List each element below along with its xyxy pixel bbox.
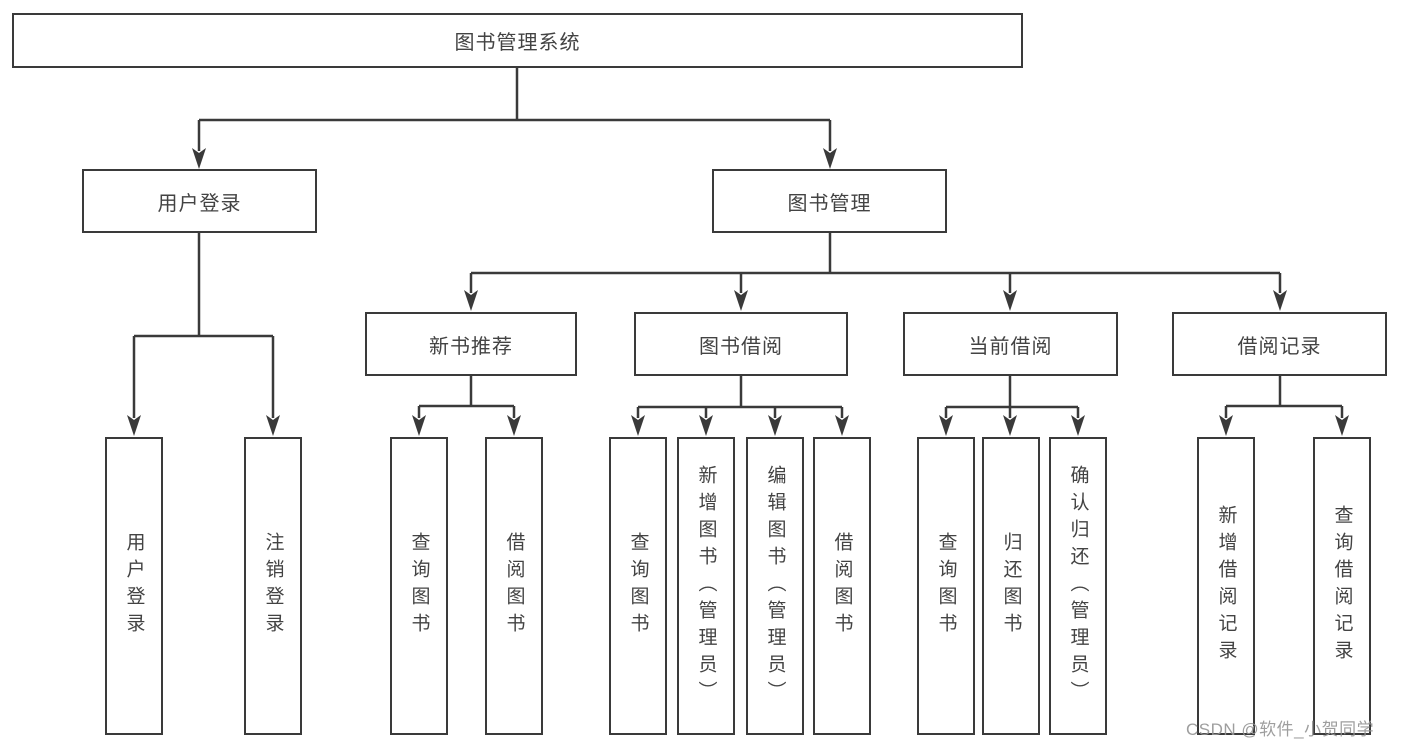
node-leaf-bb-edit-book-admin: 编辑图书（管理员） [746,437,804,735]
leaf-label: 确认归还（管理员） [1067,464,1089,708]
node-leaf-bb-borrow-book: 借阅图书 [813,437,871,735]
node-root: 图书管理系统 [12,13,1023,68]
node-borrow-record: 借阅记录 [1172,312,1387,376]
node-leaf-bb-add-book-admin: 新增图书（管理员） [677,437,735,735]
leaf-label: 查询图书 [408,532,430,640]
node-new-book-recommend: 新书推荐 [365,312,577,376]
node-leaf-user-login: 用户登录 [105,437,163,735]
node-book-management: 图书管理 [712,169,947,233]
leaf-label: 查询图书 [627,532,649,640]
node-user-login: 用户登录 [82,169,317,233]
leaf-label: 借阅图书 [831,532,853,640]
leaf-label: 查询借阅记录 [1331,505,1353,667]
node-leaf-cb-query-book: 查询图书 [917,437,975,735]
node-book-borrow: 图书借阅 [634,312,848,376]
node-leaf-br-query-record: 查询借阅记录 [1313,437,1371,735]
node-leaf-bb-query-book: 查询图书 [609,437,667,735]
node-leaf-br-add-record: 新增借阅记录 [1197,437,1255,735]
leaf-label: 注销登录 [262,532,284,640]
node-leaf-logout: 注销登录 [244,437,302,735]
node-leaf-cb-return-book: 归还图书 [982,437,1040,735]
node-leaf-nb-query-book: 查询图书 [390,437,448,735]
leaf-label: 借阅图书 [503,532,525,640]
node-current-borrow: 当前借阅 [903,312,1118,376]
leaf-label: 查询图书 [935,532,957,640]
leaf-label: 用户登录 [123,532,145,640]
leaf-label: 归还图书 [1000,532,1022,640]
csdn-watermark: CSDN @软件_小贺同学 [1186,720,1375,739]
leaf-label: 新增借阅记录 [1215,505,1237,667]
leaf-label: 新增图书（管理员） [695,464,717,708]
leaf-label: 编辑图书（管理员） [764,464,786,708]
node-leaf-nb-borrow-book: 借阅图书 [485,437,543,735]
node-leaf-cb-confirm-return-admin: 确认归还（管理员） [1049,437,1107,735]
